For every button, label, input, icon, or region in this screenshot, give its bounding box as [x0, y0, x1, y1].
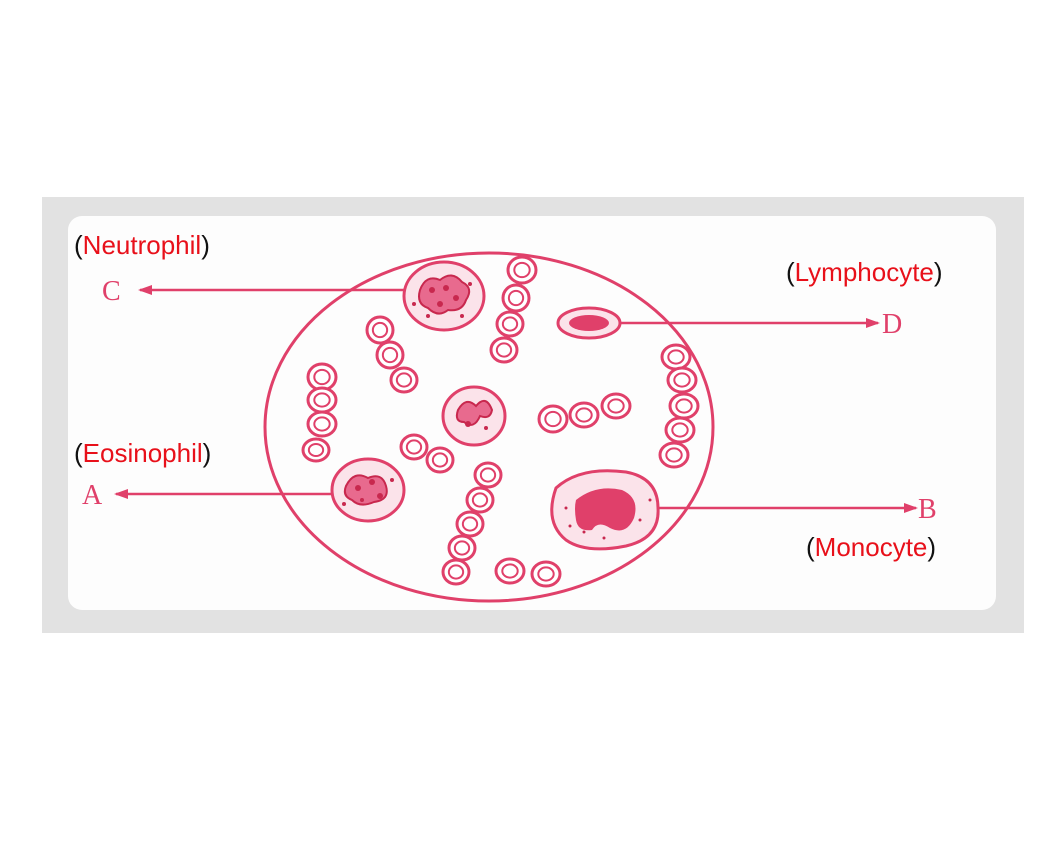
label-monocyte: (Monocyte) [806, 532, 936, 563]
red-blood-cell-center [381, 346, 399, 364]
red-blood-cell-center [675, 398, 693, 414]
red-blood-cell-center [671, 422, 689, 438]
red-blood-cell-center [313, 368, 331, 386]
close-paren: ) [201, 230, 210, 260]
microscope-field [263, 251, 715, 603]
red-blood-cell-center [471, 492, 489, 508]
monocyte-cell [550, 469, 660, 551]
center-neutrophil-cell [441, 385, 507, 447]
red-blood-cells [301, 255, 700, 588]
open-paren: ( [806, 532, 815, 562]
red-blood-cell-center [544, 410, 562, 428]
red-blood-cell-center [501, 563, 519, 579]
label-eosinophil: (Eosinophil) [74, 438, 211, 469]
red-blood-cell-center [405, 439, 423, 455]
letter-a: A [82, 480, 103, 511]
red-blood-cell-center [665, 447, 683, 463]
red-blood-cell-center [495, 342, 513, 358]
red-blood-cell-center [447, 564, 465, 580]
monocyte-name: Monocyte [814, 532, 928, 562]
open-paren: ( [74, 438, 83, 468]
close-paren: ) [927, 532, 937, 562]
label-lymphocyte: (Lymphocyte) [786, 257, 943, 288]
label-neutrophil: (Neutrophil) [74, 230, 210, 261]
red-blood-cell-center [501, 316, 519, 332]
open-paren: ( [74, 230, 83, 260]
red-blood-cell-center [307, 442, 325, 458]
red-blood-cell-center [667, 349, 685, 365]
letter-c: C [102, 276, 121, 307]
lymphocyte-cell [556, 306, 622, 340]
red-blood-cell-center [313, 416, 331, 432]
figure-panel [68, 216, 996, 610]
red-blood-cell-center [575, 407, 593, 423]
letter-d: D [882, 309, 902, 340]
close-paren: ) [933, 257, 943, 287]
red-blood-cell-center [513, 261, 531, 279]
red-blood-cell-center [371, 321, 389, 339]
red-blood-cell-center [607, 398, 625, 414]
red-blood-cell-center [479, 467, 497, 483]
red-blood-cell-center [395, 372, 413, 388]
red-blood-cell-center [431, 452, 449, 468]
red-blood-cell-center [313, 392, 331, 408]
neutrophil-cell [402, 260, 486, 332]
red-blood-cell-center [507, 289, 525, 307]
red-blood-cell-center [537, 566, 555, 582]
eosinophil-cell [330, 457, 406, 523]
open-paren: ( [786, 257, 795, 287]
lymphocyte-name: Lymphocyte [794, 257, 934, 287]
red-blood-cell-center [453, 540, 471, 556]
letter-b: B [918, 494, 937, 525]
close-paren: ) [202, 438, 212, 468]
eosinophil-name: Eosinophil [82, 438, 203, 468]
red-blood-cell-center [673, 372, 691, 388]
red-blood-cell-center [461, 516, 479, 532]
neutrophil-name: Neutrophil [82, 230, 202, 260]
